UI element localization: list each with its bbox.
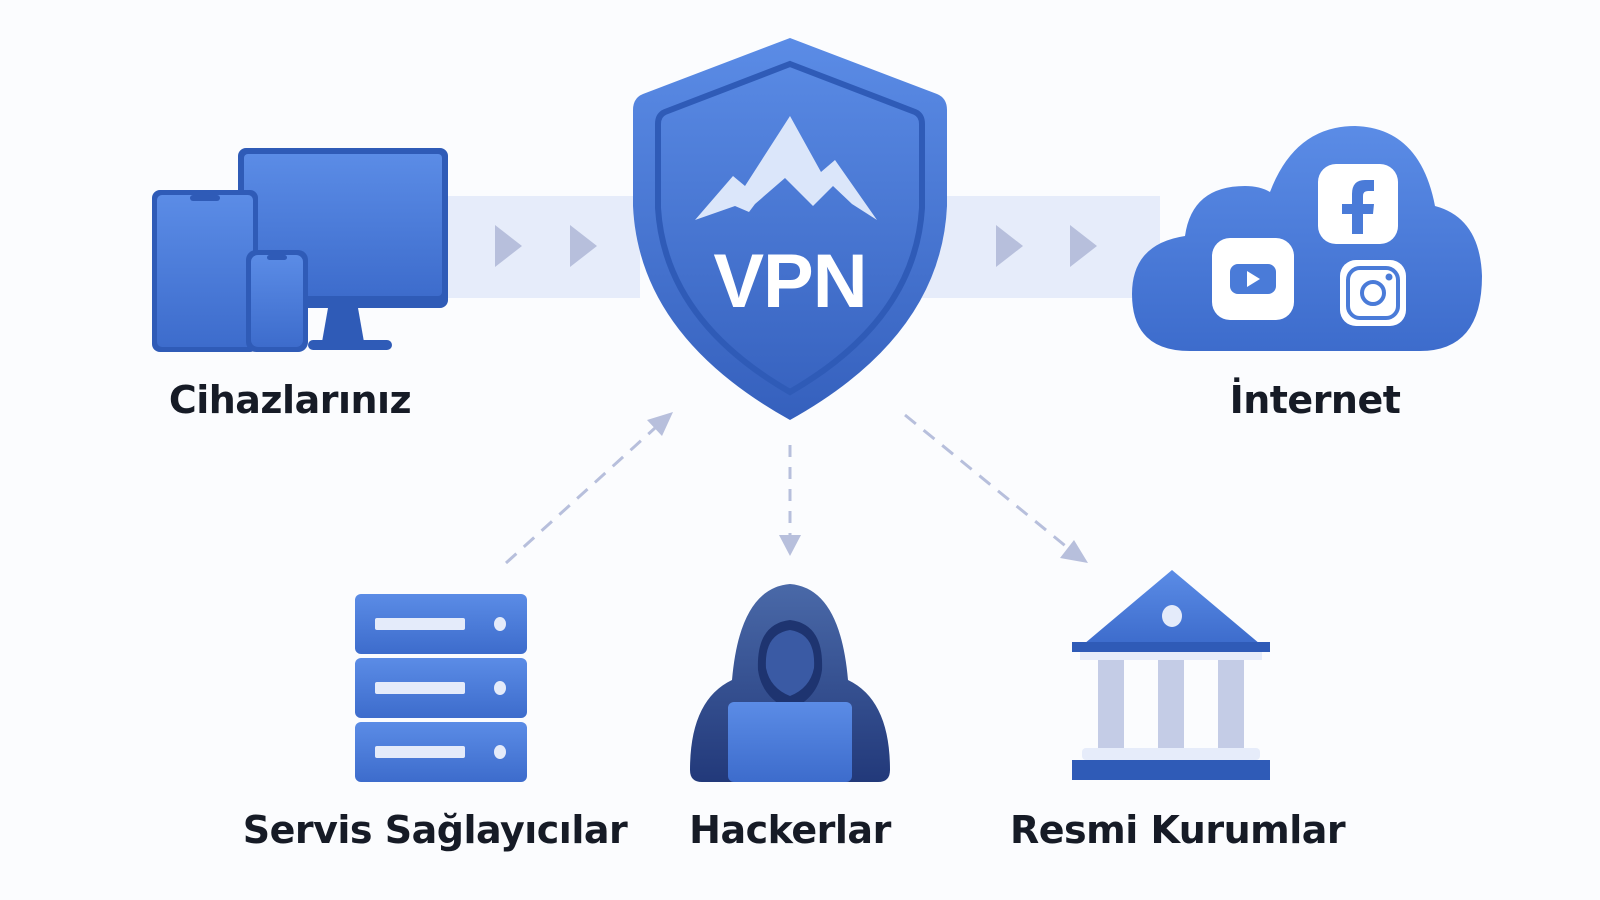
- arrow-right-icon: [996, 225, 1023, 267]
- cloud-icon: [1132, 126, 1482, 351]
- vpn-shield-icon: [633, 38, 947, 420]
- arrowhead-icon: [647, 412, 673, 436]
- devices-icon: [152, 148, 448, 352]
- hacker-icon: [690, 584, 890, 782]
- devices-label: Cihazlarınız: [168, 378, 412, 422]
- arrowhead-icon: [779, 535, 801, 556]
- flow-band-left: [440, 196, 640, 298]
- flow-band-right: [920, 196, 1160, 298]
- government-building-icon: [1072, 570, 1270, 780]
- mountain-icon: [695, 116, 877, 220]
- government-label: Resmi Kurumlar: [1010, 808, 1346, 852]
- youtube-icon: [1212, 238, 1294, 320]
- server-icon: [355, 594, 527, 782]
- dashed-link-vpn-to-government: [904, 413, 1069, 550]
- instagram-icon: [1340, 260, 1406, 326]
- hackers-label: Hackerlar: [689, 808, 891, 852]
- arrow-right-icon: [495, 225, 522, 267]
- arrow-right-icon: [570, 225, 597, 267]
- arrowhead-icon: [1060, 540, 1088, 563]
- arrow-right-icon: [1070, 225, 1097, 267]
- internet-label: İnternet: [1229, 378, 1401, 422]
- vpn-label: VPN: [713, 239, 867, 324]
- facebook-icon: [1318, 164, 1398, 244]
- providers-label: Servis Sağlayıcılar: [242, 808, 628, 852]
- dashed-link-providers-to-vpn: [504, 426, 657, 565]
